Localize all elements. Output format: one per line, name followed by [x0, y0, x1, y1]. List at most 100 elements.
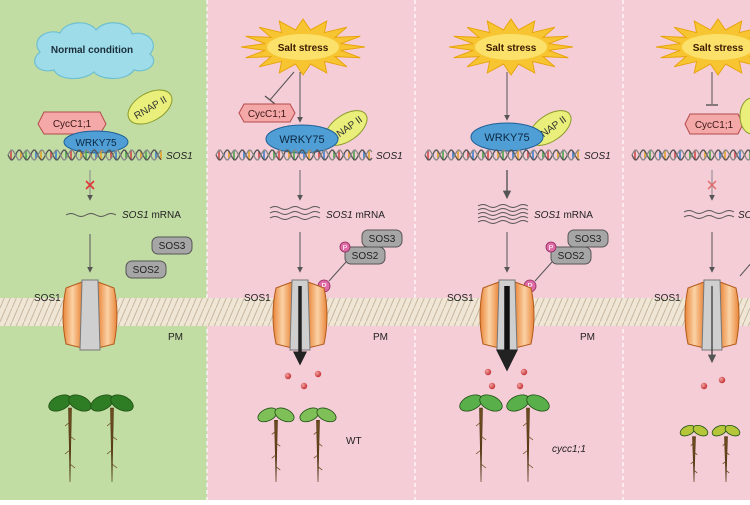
- burst-core: [475, 34, 547, 60]
- seedling-root-hair: [106, 449, 113, 455]
- phospho-label: P: [321, 282, 326, 291]
- seedling-root-hair: [106, 421, 113, 427]
- seedling-root-hair: [313, 430, 319, 435]
- seedling-root-hair: [522, 421, 529, 427]
- seedling-1: [257, 407, 295, 483]
- inhibit-arrow: [269, 71, 295, 101]
- pm-label: PM: [168, 332, 183, 343]
- sos1-label: SOS1: [34, 293, 61, 304]
- phospho-label: P: [549, 245, 554, 252]
- seedling-root-hair: [480, 435, 487, 441]
- seedling-root-hair: [271, 454, 277, 459]
- seedling-root-hair: [725, 469, 730, 474]
- seedling-root-hair: [722, 460, 727, 465]
- seedling-root-hair: [111, 435, 118, 441]
- panel-salt-cycc1: Salt stress RNAP II WRKY75 SOS1 SOS1 mRN…: [424, 18, 611, 483]
- dna-strand: [631, 149, 750, 161]
- mrna-label: SOS1 mRNA: [122, 210, 181, 221]
- seedling-root-hair: [527, 435, 534, 441]
- seedling-stem: [692, 436, 696, 483]
- seedling-root-hair: [527, 463, 534, 469]
- seedling-root-hair: [317, 442, 323, 447]
- gene-label: SOS1: [166, 151, 193, 162]
- dna-helix: [215, 149, 373, 161]
- normal-condition-cloud: [34, 22, 155, 80]
- dna-helix: [7, 149, 162, 161]
- genotype-label: WT: [346, 436, 362, 447]
- seedling-1: [679, 424, 709, 483]
- trigger-label: Salt stress: [693, 43, 744, 54]
- wrky75-label: WRKY75: [484, 132, 529, 144]
- sos3-label: SOS3: [575, 234, 602, 245]
- seedling-root-hair: [722, 442, 727, 446]
- wrky75-label: WRKY75: [75, 138, 117, 149]
- sos2-label: SOS2: [133, 265, 160, 276]
- sos2-to-sos1-arrow: [739, 263, 750, 277]
- sos2-label: SOS2: [558, 251, 585, 262]
- channel-left-subunit: [479, 281, 500, 349]
- genotype-label: cycc1;1: [552, 444, 586, 455]
- pm-label: PM: [373, 332, 388, 343]
- sos1-label: SOS1: [447, 293, 474, 304]
- sos2-box: SOS2: [125, 260, 167, 279]
- dna-strand: [424, 149, 580, 161]
- panel-bg-salt-cycc1: [415, 0, 623, 500]
- seedling-root-hair: [271, 430, 277, 435]
- mrna-waves: [477, 204, 529, 224]
- sos3-label: SOS3: [369, 234, 396, 245]
- sodium-ions: [700, 376, 726, 390]
- wrky75-oval: WRKY75: [63, 130, 129, 154]
- seedling-2: [711, 424, 741, 483]
- cycc1-box: CycC1;1: [238, 103, 296, 123]
- sos1-channel: [62, 279, 118, 351]
- seedling-leaf: [692, 424, 709, 437]
- seedling-stem: [316, 420, 320, 483]
- panel-normal: Normal condition RNAP II CycC1;1 WRKY75 …: [7, 22, 193, 483]
- seedling-root-hair: [725, 451, 730, 456]
- panel-salt-partial: Salt stress CycC1;1 SOS SOS1: [631, 18, 750, 483]
- cycc1-label: CycC1;1: [695, 120, 734, 131]
- channel-left-subunit: [272, 281, 293, 349]
- trigger-label: Salt stress: [486, 43, 537, 54]
- sos2-box: SOS2: [344, 246, 386, 265]
- sos2-to-sos1-arrow: [534, 261, 553, 282]
- seedling-stem: [68, 407, 72, 483]
- seedling-stem: [479, 407, 483, 483]
- seedling-1: [48, 394, 92, 483]
- seedling-root-hair: [313, 454, 319, 459]
- sos2-label: SOS2: [352, 251, 379, 262]
- sodium-ions: [284, 370, 322, 390]
- sos3-label: SOS3: [159, 241, 186, 252]
- mrna-wave: [65, 213, 117, 217]
- seedling-root-hair: [69, 435, 76, 441]
- seedling-root-hair: [690, 460, 695, 465]
- seedling-1: [459, 394, 503, 483]
- seedling-root-hair: [522, 449, 529, 455]
- seedling-stem: [274, 420, 278, 483]
- sos1-label: SOS1: [244, 293, 271, 304]
- wrky75-oval: WRKY75: [265, 124, 339, 154]
- cycc1-box: CycC1;1: [684, 113, 744, 135]
- seedling-leaf: [479, 394, 503, 412]
- phospho-p-small: P: [545, 241, 557, 253]
- burst-core: [267, 34, 339, 60]
- panel-salt-wt: Salt stress CycC1;1 RNAP II WRKY75 SOS1 …: [215, 18, 403, 483]
- seedling-root-hair: [475, 449, 482, 455]
- seedling-root-hair: [64, 449, 71, 455]
- sos1-label: SOS1: [654, 293, 681, 304]
- mrna-waves: [269, 206, 321, 220]
- cycc1-label: CycC1;1: [53, 119, 92, 130]
- seedling-root-hair: [693, 451, 698, 456]
- salt-stress-burst: [655, 18, 750, 76]
- dna-strand: [424, 149, 580, 161]
- panel-dividers: [206, 0, 624, 500]
- seedling-2: [299, 407, 337, 483]
- inhibit-bar: [264, 95, 276, 105]
- channel-right-subunit: [307, 281, 328, 349]
- mrna-waves: [683, 210, 735, 219]
- mrna-label: SOS: [738, 210, 750, 221]
- rnap-ii-oval: RNAP II: [127, 89, 173, 125]
- block-cross-icon: [707, 180, 717, 190]
